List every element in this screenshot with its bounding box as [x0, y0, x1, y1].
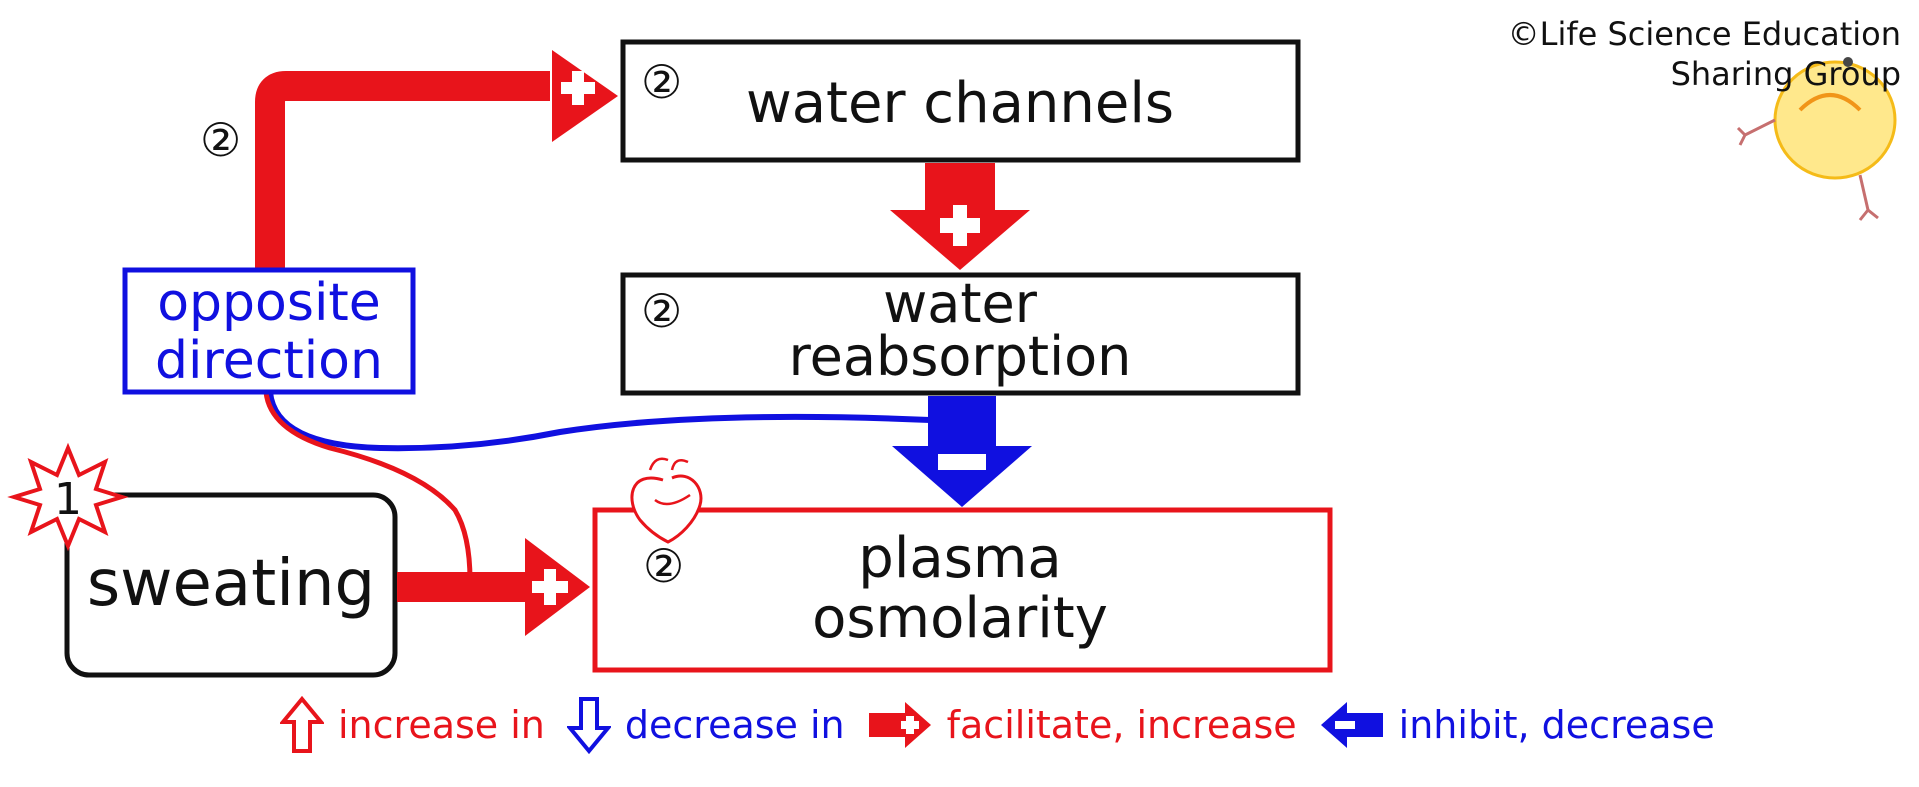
inhibit-arrow-icon	[1320, 702, 1383, 748]
sweating-step-marker: 1	[54, 474, 82, 525]
water-reabsorption-marker: ②	[641, 284, 682, 338]
credit-text: ©Life Science Education Sharing Group	[1508, 14, 1901, 94]
chick-mascot-icon	[1736, 57, 1897, 221]
legend-increase: increase in	[280, 696, 545, 754]
plasma-osmolarity-line1: plasma	[858, 526, 1061, 591]
facilitate-arrow-sweating-to-plasma	[397, 538, 590, 636]
legend-decrease-label: decrease in	[624, 703, 845, 747]
water-reabsorption-line2: reabsorption	[789, 325, 1132, 388]
legend-inhibit-label: inhibit, decrease	[1398, 703, 1715, 747]
plasma-osmolarity-line2: osmolarity	[812, 586, 1108, 651]
plasma-osmolarity-box	[592, 507, 1333, 673]
opposite-direction-red-curve	[263, 391, 473, 581]
legend-facilitate: facilitate, increase	[867, 700, 1297, 750]
legend-increase-label: increase in	[338, 703, 545, 747]
facilitate-arrow-channels-to-reabsorption	[890, 163, 1030, 270]
starburst-icon	[7, 442, 129, 552]
feedback-path-marker: ②	[200, 113, 241, 167]
heart-icon	[630, 457, 703, 544]
facilitate-arrow-icon	[868, 702, 931, 748]
water-channels-marker: ②	[641, 55, 682, 109]
water-reabsorption-line1: water	[883, 272, 1038, 335]
feedback-path-arrow	[255, 71, 550, 268]
credit-line-1: ©Life Science Education	[1507, 15, 1901, 53]
legend-decrease: decrease in	[566, 696, 845, 754]
plus-icon	[561, 71, 595, 105]
opposite-direction-line2: direction	[155, 331, 383, 391]
sweating-box	[64, 492, 398, 678]
water-channels-box	[620, 39, 1301, 163]
legend: increase in decrease in facilitate, incr…	[280, 695, 1737, 755]
decrease-arrow-icon	[566, 697, 611, 754]
water-reabsorption-box	[620, 272, 1301, 396]
opposite-direction-box	[122, 267, 416, 395]
sweating-label: sweating	[87, 547, 375, 621]
increase-arrow-icon	[280, 696, 324, 753]
water-channels-label: water channels	[746, 71, 1174, 136]
plasma-osmolarity-marker: ②	[643, 539, 684, 593]
feedback-arrowhead	[552, 50, 618, 142]
opposite-direction-line1: opposite	[157, 273, 381, 333]
opposite-direction-blue-curve	[267, 391, 931, 452]
inhibit-arrow-reabsorption-to-plasma	[892, 396, 1032, 507]
legend-inhibit: inhibit, decrease	[1319, 700, 1715, 750]
credit-line-2: Sharing Group	[1670, 55, 1901, 93]
legend-facilitate-label: facilitate, increase	[946, 703, 1297, 747]
